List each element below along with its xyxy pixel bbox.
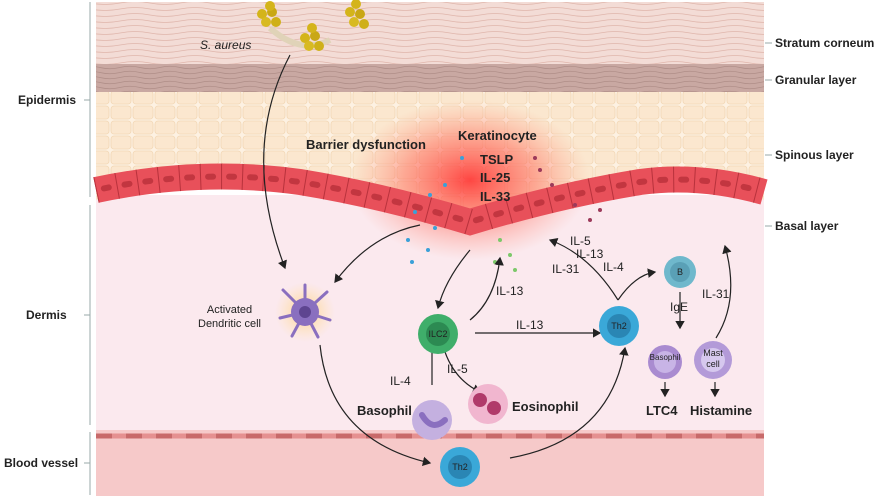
il5-top-label: IL-5	[570, 234, 591, 248]
histamine-label: Histamine	[690, 403, 753, 418]
b-cell: B	[664, 256, 696, 288]
il13-th2-label: IL-13	[576, 247, 604, 261]
left-bracket	[84, 2, 91, 495]
ige-label: IgE	[670, 300, 689, 314]
th2-cell-vessel: Th2	[440, 447, 480, 487]
basal-cell-nuclei	[93, 173, 767, 226]
mast-cell: Mast cell	[694, 341, 732, 379]
pathway-arrows	[263, 54, 732, 467]
cytokine-dots	[406, 156, 602, 272]
il4-th2-label: IL-4	[603, 260, 624, 274]
eosinophil-label: Eosinophil	[512, 399, 579, 414]
th2-vessel-label: Th2	[452, 462, 468, 472]
th2-cell-dermis: Th2	[599, 306, 639, 346]
s-aureus-label: S. aureus	[200, 38, 252, 52]
b-cell-label: B	[677, 267, 683, 277]
ilc2-cell: ILC2	[418, 314, 458, 354]
basophil-small-label: Basophil	[650, 353, 681, 362]
basophil-cell-small: Basophil	[648, 345, 682, 379]
stratum-corneum-layer	[96, 2, 764, 64]
il13-mid-label: IL-13	[516, 318, 544, 332]
inflammation-glow	[350, 100, 590, 260]
barrier-dysfunction-label: Barrier dysfunction	[306, 137, 426, 152]
s-aureus-bacteria	[257, 0, 369, 51]
il31-th2-label: IL-31	[552, 262, 580, 276]
dendritic-cell-label: Activated Dendritic cell	[198, 304, 261, 330]
basal-layer-label: Basal layer	[775, 219, 839, 233]
il25-label: IL-25	[480, 170, 511, 185]
mast-cell-label-line2: cell	[706, 359, 720, 369]
mast-cell-label-line1: Mast	[703, 348, 723, 358]
il31-mast-label: IL-31	[702, 287, 730, 301]
ltc4-label: LTC4	[646, 403, 678, 418]
granular-layer	[96, 64, 764, 92]
granular-layer-label: Granular layer	[775, 73, 857, 87]
il33-label: IL-33	[480, 189, 511, 204]
basophil-label: Basophil	[357, 403, 412, 418]
dendritic-cell	[275, 282, 335, 342]
spinous-layer-label: Spinous layer	[775, 148, 854, 162]
blood-vessel-label: Blood vessel	[4, 456, 79, 470]
tslp-label: TSLP	[480, 152, 514, 167]
eosinophil-cell	[468, 384, 508, 424]
stratum-corneum-label: Stratum corneum	[775, 36, 875, 50]
keratinocyte-label: Keratinocyte	[458, 128, 537, 143]
th2-dermis-label: Th2	[611, 321, 627, 331]
il4-left-label: IL-4	[390, 374, 411, 388]
il13-up-label: IL-13	[496, 284, 524, 298]
il5-eosinophil-label: IL-5	[447, 362, 468, 376]
dermis-label: Dermis	[26, 308, 67, 322]
basophil-cell	[412, 400, 452, 440]
right-ticks	[765, 42, 772, 227]
epidermis-label: Epidermis	[18, 93, 77, 107]
ilc2-label: ILC2	[428, 329, 447, 339]
